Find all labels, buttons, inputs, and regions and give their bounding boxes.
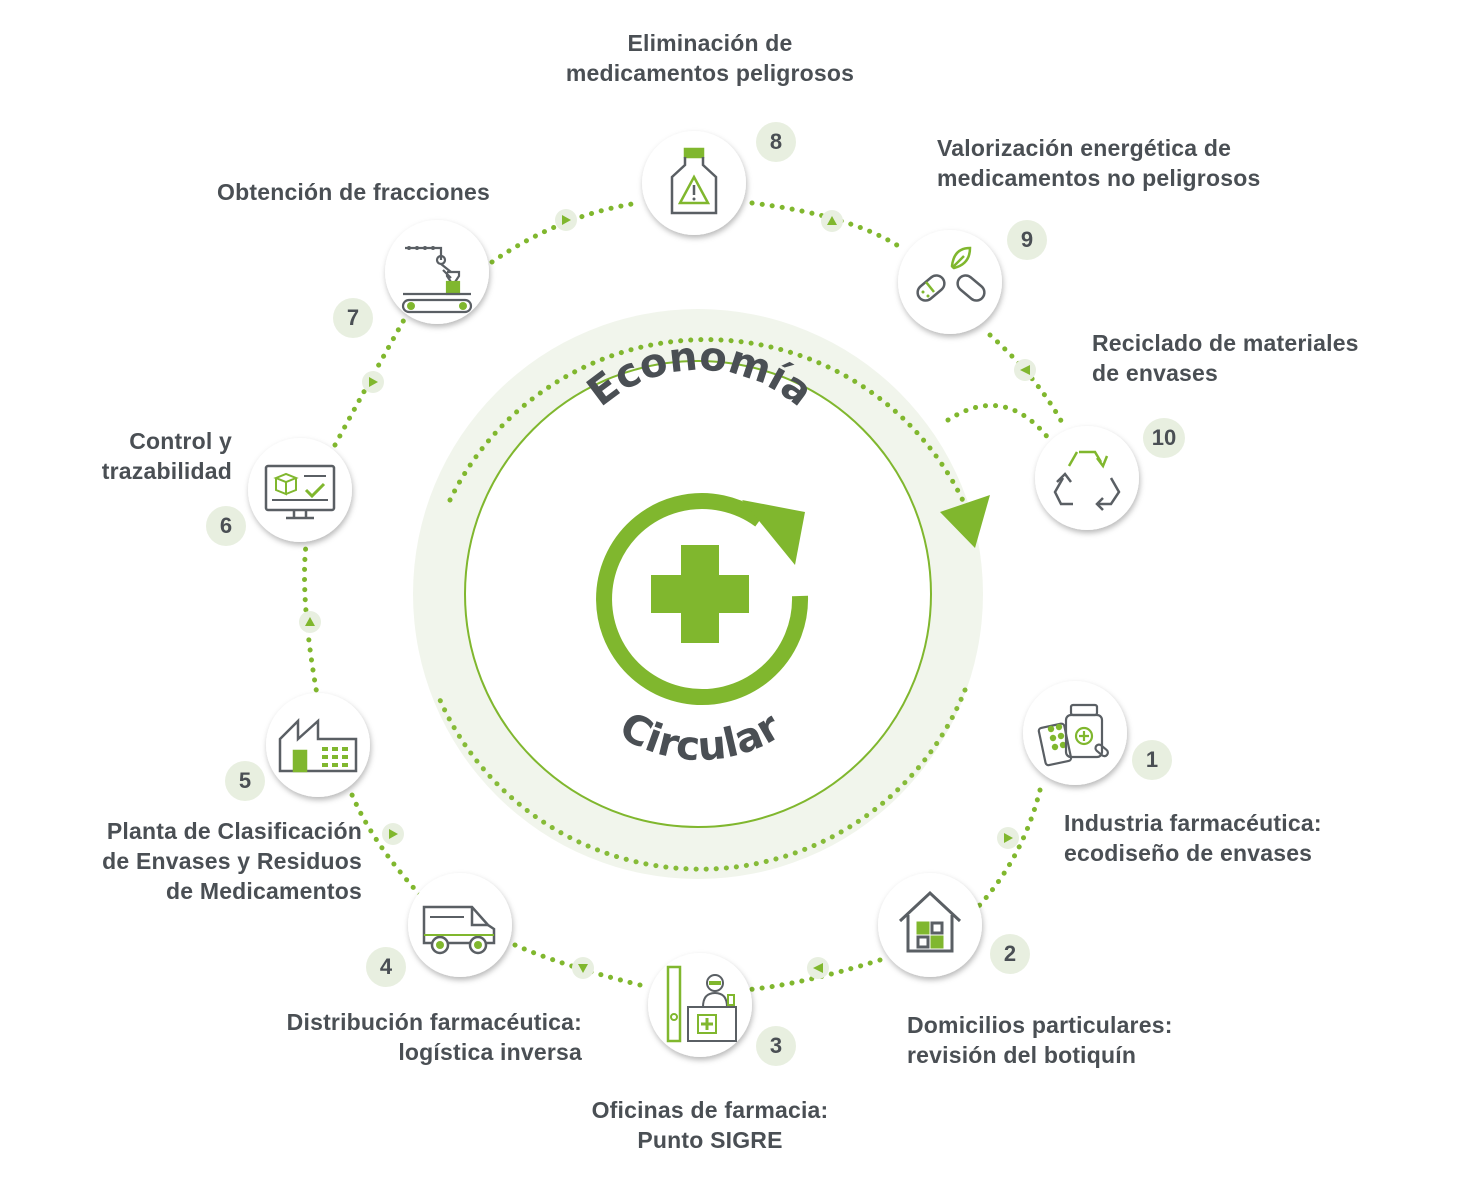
house-icon	[898, 890, 962, 953]
center-arrow-head	[940, 495, 990, 548]
step-6-number-badge: 6	[206, 506, 246, 546]
step-1-node	[1023, 681, 1127, 785]
step-6-node	[248, 438, 352, 542]
step-3-number-badge: 3	[756, 1026, 796, 1066]
path-arrows	[299, 209, 1036, 979]
step-8-node	[642, 131, 746, 235]
step-7-number-badge: 7	[333, 298, 373, 338]
step-2-number-badge: 2	[990, 934, 1030, 974]
factory-icon	[278, 717, 358, 773]
step-10-node	[1035, 426, 1139, 530]
center-emblem: Economía Circular	[413, 309, 990, 879]
cycle-arrow-icon	[596, 493, 809, 706]
monitor-icon	[264, 464, 336, 520]
step-4-label: Distribución farmacéutica:logística inve…	[286, 1009, 582, 1065]
step-9-number-badge: 9	[1007, 220, 1047, 260]
medicine-bottle-blister-icon	[1037, 703, 1109, 767]
hazard-bottle-icon	[670, 147, 718, 215]
step-1-number-badge: 1	[1132, 740, 1172, 780]
step-7-label: Obtención de fracciones	[217, 179, 490, 205]
step-8-number-badge: 8	[756, 122, 796, 162]
step-7-node	[385, 220, 489, 324]
conveyor-robot-icon	[401, 246, 473, 314]
step-4-node	[408, 873, 512, 977]
step-10-number-badge: 10	[1143, 418, 1185, 458]
step-2-label: Domicilios particulares:revisión del bot…	[907, 1012, 1173, 1068]
capsule-leaf-icon	[916, 246, 986, 302]
recycle-icon	[1053, 450, 1121, 511]
step-4-number-badge: 4	[366, 947, 406, 987]
pharmacy-counter-icon	[666, 965, 737, 1043]
step-3-label: Oficinas de farmacia:Punto SIGRE	[591, 1097, 829, 1153]
delivery-van-icon	[422, 905, 496, 955]
step-9-node	[898, 230, 1002, 334]
step-5-node	[266, 693, 370, 797]
pharmacy-cross-icon	[651, 545, 749, 643]
step-1-label: Industria farmacéutica:ecodiseño de enva…	[1064, 810, 1322, 866]
step-3-node	[648, 953, 752, 1057]
step-5-number-badge: 5	[225, 761, 265, 801]
step-2-node	[878, 873, 982, 977]
